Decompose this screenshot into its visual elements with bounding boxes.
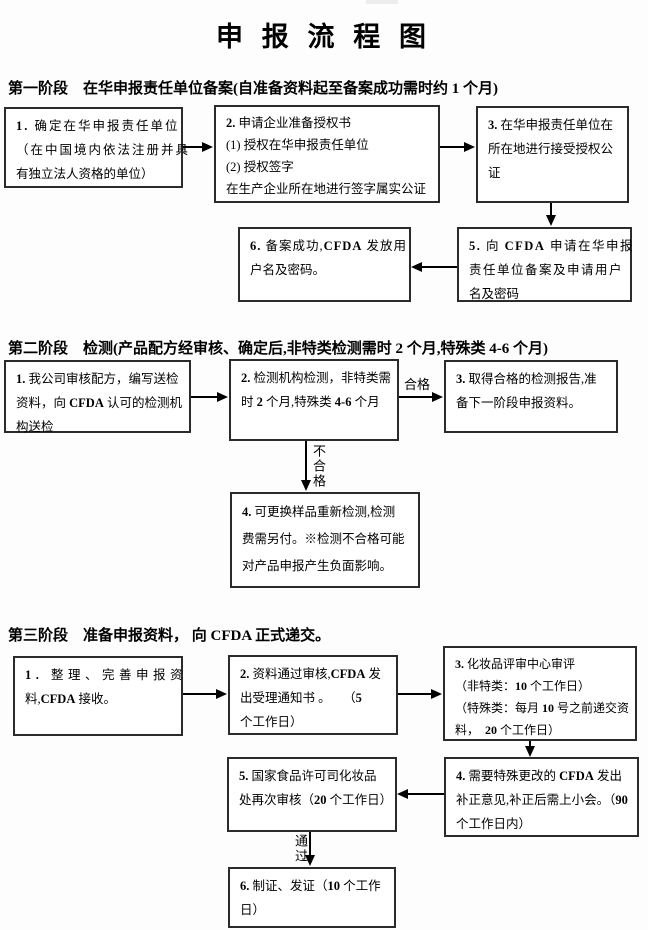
arrowhead-down-icon bbox=[525, 746, 535, 757]
s3-box3: 3. 化妆品评审中心审评 （非特类：10 个工作日） （特殊类：每月 10 号之… bbox=[443, 646, 637, 741]
box-line: 个工作日） bbox=[240, 715, 303, 729]
box-line: 备下一阶段申报资料。 bbox=[456, 396, 582, 410]
box-line: 名及密码 bbox=[469, 287, 520, 301]
box-line: 3. 取得合格的检测报告,准 bbox=[456, 372, 597, 386]
s2-box2: 2. 检测机构检测，非特类需 时 2 个月,特殊类 4-6 个月 bbox=[229, 359, 399, 441]
box-line: 资料，向 CFDA 认可的检测机 bbox=[16, 396, 182, 410]
box-line: 2. 资料通过审核,CFDA 发 bbox=[240, 667, 381, 681]
box-line: （特殊类：每月 10 号之前递交资 bbox=[455, 701, 630, 715]
box-line: 处再次审核（20 个工作日） bbox=[239, 793, 393, 807]
connector-line bbox=[399, 396, 433, 398]
box-line: 料， 20 个工作日） bbox=[455, 723, 561, 737]
box-line: (2) 授权签字 bbox=[226, 160, 294, 174]
box-line: 有独立法人资格的单位） bbox=[16, 167, 154, 181]
connector-line bbox=[191, 396, 218, 398]
connector-line bbox=[398, 693, 432, 695]
box-line: 料,CFDA 接收。 bbox=[25, 692, 116, 706]
s2-box4: 4. 可更换样品重新检测,检测 费需另付。※检测不合格可能 对产品申报产生负面影… bbox=[230, 492, 420, 588]
box-line: 4. 可更换样品重新检测,检测 bbox=[242, 505, 396, 519]
box-line: 1. 确定在华申报责任单位 bbox=[16, 119, 180, 133]
box-line: 补正意见,补正后需上小会。（90 bbox=[456, 793, 628, 807]
stage2-heading: 第二阶段 检测(产品配方经审核、确定后,非特类检测需时 2 个月,特殊类 4-6… bbox=[8, 341, 548, 357]
connector-line bbox=[407, 793, 444, 795]
box-line: 5. 向 CFDA 申请在华申报 bbox=[469, 239, 634, 253]
arrowhead-right-icon bbox=[202, 142, 213, 152]
s2-box3: 3. 取得合格的检测报告,准 备下一阶段申报资料。 bbox=[444, 360, 618, 433]
box-line: 3. 在华申报责任单位在 bbox=[488, 118, 614, 132]
s3-box6: 6. 制证、发证（10 个工作 日） bbox=[228, 867, 396, 928]
box-line: 责任单位备案及申请用户 bbox=[469, 263, 624, 277]
box-line: 日） bbox=[240, 903, 266, 917]
arrowhead-right-icon bbox=[464, 142, 475, 152]
box-line: 6. 备案成功,CFDA 发放用 bbox=[250, 239, 407, 253]
s3-box1: 1. 整理、完善申报资 料,CFDA 接收。 bbox=[13, 656, 183, 736]
s1-box2: 2. 申请企业准备授权书 (1) 授权在华申报责任单位 (2) 授权签字 在生产… bbox=[214, 105, 440, 203]
arrowhead-down-icon bbox=[546, 215, 556, 226]
arrowhead-down-icon bbox=[301, 480, 311, 491]
connector-line bbox=[305, 441, 307, 481]
fail-label: 不合格 bbox=[311, 444, 326, 489]
box-line: 4. 需要特殊更改的 CFDA 发出 bbox=[456, 769, 622, 783]
pass-label: 合格 bbox=[404, 377, 431, 392]
connector-line bbox=[529, 741, 531, 747]
box-line: 构送检 bbox=[16, 420, 54, 434]
arrowhead-left-icon bbox=[411, 262, 422, 272]
connector-line bbox=[421, 266, 457, 268]
arrowhead-left-icon bbox=[397, 789, 408, 799]
box-line: 所在地进行接受授权公 bbox=[488, 142, 614, 156]
s1-box1: 1. 确定在华申报责任单位 （在中国境内依法注册并具 有独立法人资格的单位） bbox=[4, 107, 191, 188]
box-line: （在中国境内依法注册并具 bbox=[16, 143, 191, 157]
stage3-heading: 第三阶段 准备申报资料， 向 CFDA 正式递交。 bbox=[8, 628, 331, 644]
box-line: 对产品申报产生负面影响。 bbox=[242, 559, 393, 573]
box-line: 2. 申请企业准备授权书 bbox=[226, 116, 352, 130]
s3-box5: 5. 国家食品许可司化妆品 处再次审核（20 个工作日） bbox=[227, 757, 397, 832]
box-line: 费需另付。※检测不合格可能 bbox=[242, 532, 405, 546]
arrowhead-right-icon bbox=[217, 392, 228, 402]
connector-line bbox=[550, 203, 552, 216]
box-line: （非特类：10 个工作日） bbox=[455, 679, 591, 693]
arrowhead-right-icon bbox=[431, 689, 442, 699]
s1-box5: 5. 向 CFDA 申请在华申报 责任单位备案及申请用户 名及密码 bbox=[457, 227, 634, 302]
box-line: 1. 我公司审核配方，编写送检 bbox=[16, 372, 179, 386]
box-line: 在生产企业所在地进行签字属实公证 bbox=[226, 182, 427, 196]
s1-box6: 6. 备案成功,CFDA 发放用 户名及密码。 bbox=[238, 227, 411, 302]
box-line: 6. 制证、发证（10 个工作 bbox=[240, 879, 381, 893]
stage1-heading: 第一阶段 在华申报责任单位备案(自准备资料起至备案成功需时约 1 个月) bbox=[8, 81, 498, 97]
box-line: 户名及密码。 bbox=[250, 263, 326, 277]
box-line: 证 bbox=[488, 166, 501, 180]
box-line: 时 2 个月,特殊类 4-6 个月 bbox=[241, 395, 380, 409]
box-line: 出受理通知书 。 （5 bbox=[240, 691, 362, 705]
s3-box4: 4. 需要特殊更改的 CFDA 发出 补正意见,补正后需上小会。（90 个工作日… bbox=[444, 757, 639, 837]
s2-box1: 1. 我公司审核配方，编写送检 资料，向 CFDA 认可的检测机 构送检 bbox=[4, 360, 191, 434]
box-line: 个工作日内） bbox=[456, 817, 532, 831]
arrowhead-down-icon bbox=[305, 855, 315, 866]
connector-line bbox=[183, 693, 217, 695]
box-line: 2. 检测机构检测，非特类需 bbox=[241, 371, 392, 385]
connector-line bbox=[309, 832, 311, 855]
box-line: 5. 国家食品许可司化妆品 bbox=[239, 769, 377, 783]
scan-artifact bbox=[366, 0, 398, 4]
approve-label: 通过 bbox=[293, 834, 308, 864]
box-line: (1) 授权在华申报责任单位 bbox=[226, 138, 369, 152]
page-title: 申 报 流 程 图 bbox=[216, 22, 432, 52]
s1-box3: 3. 在华申报责任单位在 所在地进行接受授权公 证 bbox=[476, 106, 629, 203]
arrowhead-right-icon bbox=[216, 689, 227, 699]
box-line: 1. 整理、完善申报资 bbox=[25, 668, 188, 682]
box-line: 3. 化妆品评审中心审评 bbox=[455, 657, 576, 671]
s3-box2: 2. 资料通过审核,CFDA 发 出受理通知书 。 （5 个工作日） bbox=[228, 655, 398, 735]
connector-line bbox=[440, 146, 466, 148]
connector-line bbox=[183, 146, 204, 148]
arrowhead-right-icon bbox=[432, 392, 443, 402]
